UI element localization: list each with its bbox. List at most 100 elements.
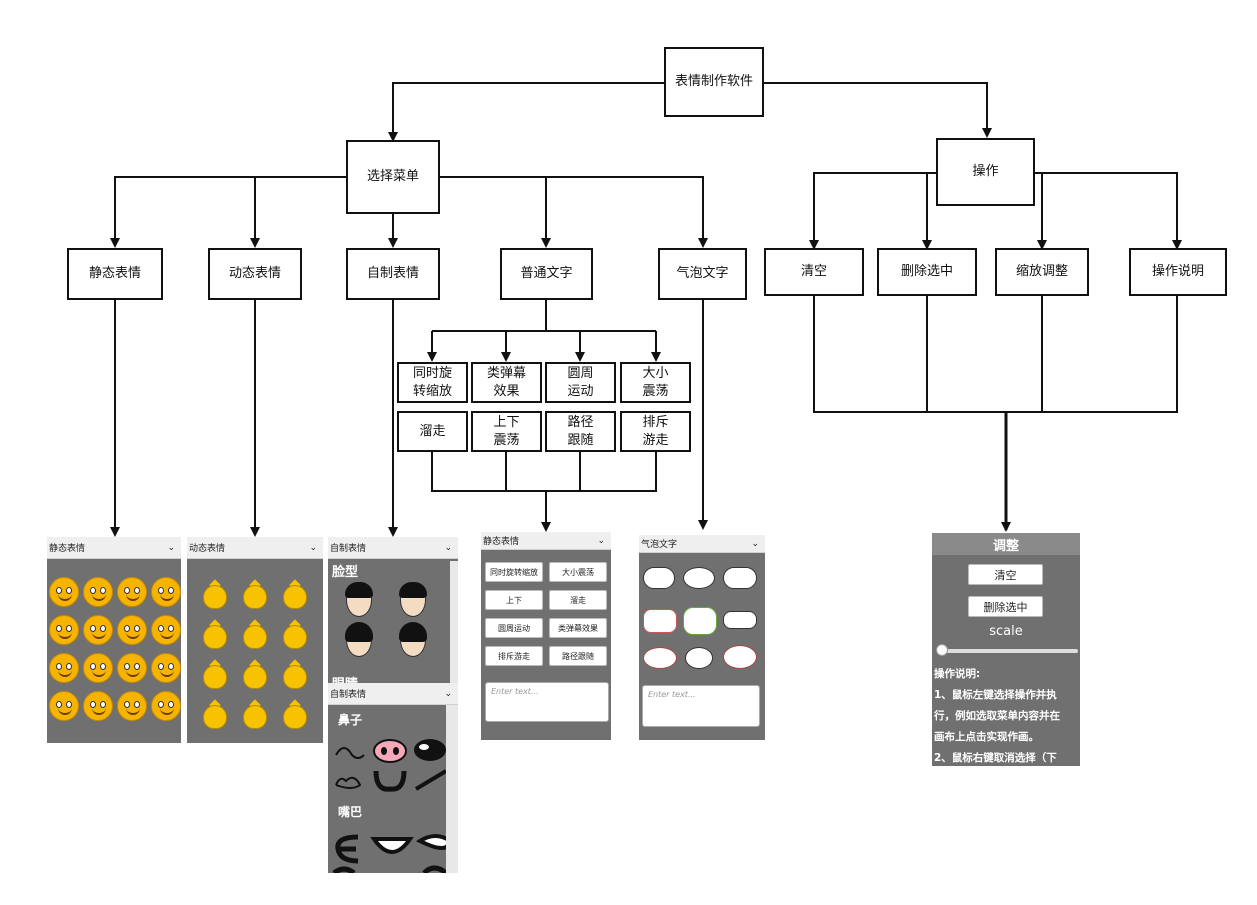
static-emoji-option[interactable] xyxy=(49,615,79,645)
scrollbar[interactable] xyxy=(446,705,458,873)
text-input[interactable]: Enter text... xyxy=(485,682,609,722)
node-plain-text: 普通文字 xyxy=(500,248,593,300)
node-scale-adjust: 缩放调整 xyxy=(995,248,1089,296)
static-emoji-option[interactable] xyxy=(83,577,113,607)
bubble-oval-option[interactable] xyxy=(723,645,757,669)
clear-button[interactable]: 清空 xyxy=(968,564,1043,585)
help-line: 画布上点击实现作画。 xyxy=(934,731,1039,743)
static-dropdown-label: 静态表情 xyxy=(49,544,86,554)
static-emoji-option[interactable] xyxy=(49,577,79,607)
dynamic-emoji-option[interactable] xyxy=(281,699,309,731)
node-select-menu: 选择菜单 xyxy=(346,140,440,214)
dynamic-emoji-option[interactable] xyxy=(281,659,309,691)
static-emoji-screen: 静态表情 ⌄ xyxy=(47,537,181,743)
dynamic-emoji-option[interactable] xyxy=(201,659,229,691)
bubble-dropdown[interactable]: 气泡文字⌄ xyxy=(639,535,765,553)
chevron-down-icon: ⌄ xyxy=(751,538,759,549)
scale-label: scale xyxy=(989,624,1023,639)
static-emoji-option[interactable] xyxy=(49,691,79,721)
text-dropdown[interactable]: 静态表情⌄ xyxy=(481,532,611,550)
dynamic-emoji-option[interactable] xyxy=(241,699,269,731)
static-emoji-option[interactable] xyxy=(117,615,147,645)
node-path-follow: 路径 跟随 xyxy=(545,411,616,452)
custom-dropdown-2[interactable]: 自制表情⌄ xyxy=(328,683,458,705)
static-emoji-option[interactable] xyxy=(151,615,181,645)
bubble-rect-option[interactable] xyxy=(683,607,717,635)
static-emoji-option[interactable] xyxy=(151,653,181,683)
bubble-oval-option[interactable] xyxy=(683,567,715,589)
bubble-oval-option[interactable] xyxy=(643,647,677,669)
dynamic-emoji-option[interactable] xyxy=(201,619,229,651)
static-emoji-option[interactable] xyxy=(117,577,147,607)
help-title: 操作说明: xyxy=(934,668,981,680)
text-effect-button[interactable]: 同时旋转缩放 xyxy=(485,562,543,582)
static-emoji-option[interactable] xyxy=(83,653,113,683)
dynamic-emoji-option[interactable] xyxy=(241,579,269,611)
chevron-down-icon: ⌄ xyxy=(444,542,452,553)
dynamic-emoji-option[interactable] xyxy=(201,579,229,611)
bubble-oval-option[interactable] xyxy=(685,647,713,669)
static-dropdown[interactable]: 静态表情 ⌄ xyxy=(47,537,181,559)
node-repel-wander: 排斥 游走 xyxy=(620,411,691,452)
text-effect-button[interactable]: 大小震荡 xyxy=(549,562,607,582)
scale-slider-thumb[interactable] xyxy=(936,644,948,656)
mouth-options[interactable] xyxy=(328,831,448,873)
custom-dropdown[interactable]: 自制表情 ⌄ xyxy=(328,537,458,559)
chevron-down-icon: ⌄ xyxy=(309,542,317,553)
bubble-cloud-option[interactable] xyxy=(723,567,757,589)
help-line: 1、鼠标左键选择操作并执 xyxy=(934,689,1057,701)
text-effect-screen: 静态表情⌄ 同时旋转缩放大小震荡上下溜走圆周运动类弹幕效果排斥游走路径跟随 En… xyxy=(481,532,611,740)
static-emoji-option[interactable] xyxy=(49,653,79,683)
text-effect-button[interactable]: 类弹幕效果 xyxy=(549,618,607,638)
ops-title-bar: 调整 xyxy=(932,533,1080,555)
text-effect-button[interactable]: 上下 xyxy=(485,590,543,610)
bubble-text-input[interactable]: Enter text... xyxy=(642,685,760,727)
face-option[interactable] xyxy=(345,622,373,657)
section-face-title: 脸型 xyxy=(332,565,359,580)
bubble-text-screen: 气泡文字⌄ Enter text... xyxy=(639,535,765,740)
static-emoji-option[interactable] xyxy=(83,615,113,645)
text-effect-button[interactable]: 圆周运动 xyxy=(485,618,543,638)
face-option[interactable] xyxy=(399,622,427,657)
dynamic-dropdown[interactable]: 动态表情⌄ xyxy=(187,537,323,559)
dynamic-emoji-option[interactable] xyxy=(241,619,269,651)
section-eyes-title: 眼睛 xyxy=(332,677,359,687)
bubble-cloud-option[interactable] xyxy=(643,567,675,589)
scrollbar[interactable] xyxy=(450,561,458,687)
node-rotate-scale: 同时旋 转缩放 xyxy=(397,362,468,403)
scale-slider-track[interactable] xyxy=(938,649,1078,653)
text-effect-button[interactable]: 路径跟随 xyxy=(549,646,607,666)
static-emoji-option[interactable] xyxy=(117,653,147,683)
dynamic-emoji-option[interactable] xyxy=(281,579,309,611)
node-slide-away: 溜走 xyxy=(397,411,468,452)
custom-emoji-screen-2: 自制表情⌄ 鼻子 嘴巴 xyxy=(328,683,458,873)
node-delete-selected: 删除选中 xyxy=(877,248,977,296)
bubble-rect-option[interactable] xyxy=(643,609,677,633)
node-operate: 操作 xyxy=(936,138,1035,206)
static-emoji-option[interactable] xyxy=(151,577,181,607)
static-emoji-option[interactable] xyxy=(117,691,147,721)
custom-dropdown-label: 自制表情 xyxy=(330,544,367,554)
nose-options[interactable] xyxy=(328,733,448,803)
node-custom-emoji: 自制表情 xyxy=(346,248,440,300)
bubble-rect-option[interactable] xyxy=(723,611,757,629)
chevron-down-icon: ⌄ xyxy=(167,542,175,553)
dynamic-emoji-option[interactable] xyxy=(241,659,269,691)
help-text: 操作说明: 1、鼠标左键选择操作并执 行，例如选取菜单内容并在 画布上点击实现作… xyxy=(934,664,1080,766)
static-emoji-option[interactable] xyxy=(151,691,181,721)
node-danmaku: 类弹幕 效果 xyxy=(471,362,542,403)
custom-emoji-screen: 自制表情 ⌄ 脸型 眼睛 xyxy=(328,537,458,687)
face-option[interactable] xyxy=(399,582,427,617)
node-instructions: 操作说明 xyxy=(1129,248,1227,296)
static-emoji-option[interactable] xyxy=(83,691,113,721)
node-static-emoji: 静态表情 xyxy=(67,248,163,300)
text-effect-button[interactable]: 溜走 xyxy=(549,590,607,610)
delete-selected-button[interactable]: 删除选中 xyxy=(968,596,1043,617)
section-mouth-title: 嘴巴 xyxy=(338,805,363,819)
face-option[interactable] xyxy=(345,582,373,617)
text-effect-button[interactable]: 排斥游走 xyxy=(485,646,543,666)
dynamic-emoji-option[interactable] xyxy=(281,619,309,651)
node-updown-shake: 上下 震荡 xyxy=(471,411,542,452)
dynamic-emoji-option[interactable] xyxy=(201,699,229,731)
